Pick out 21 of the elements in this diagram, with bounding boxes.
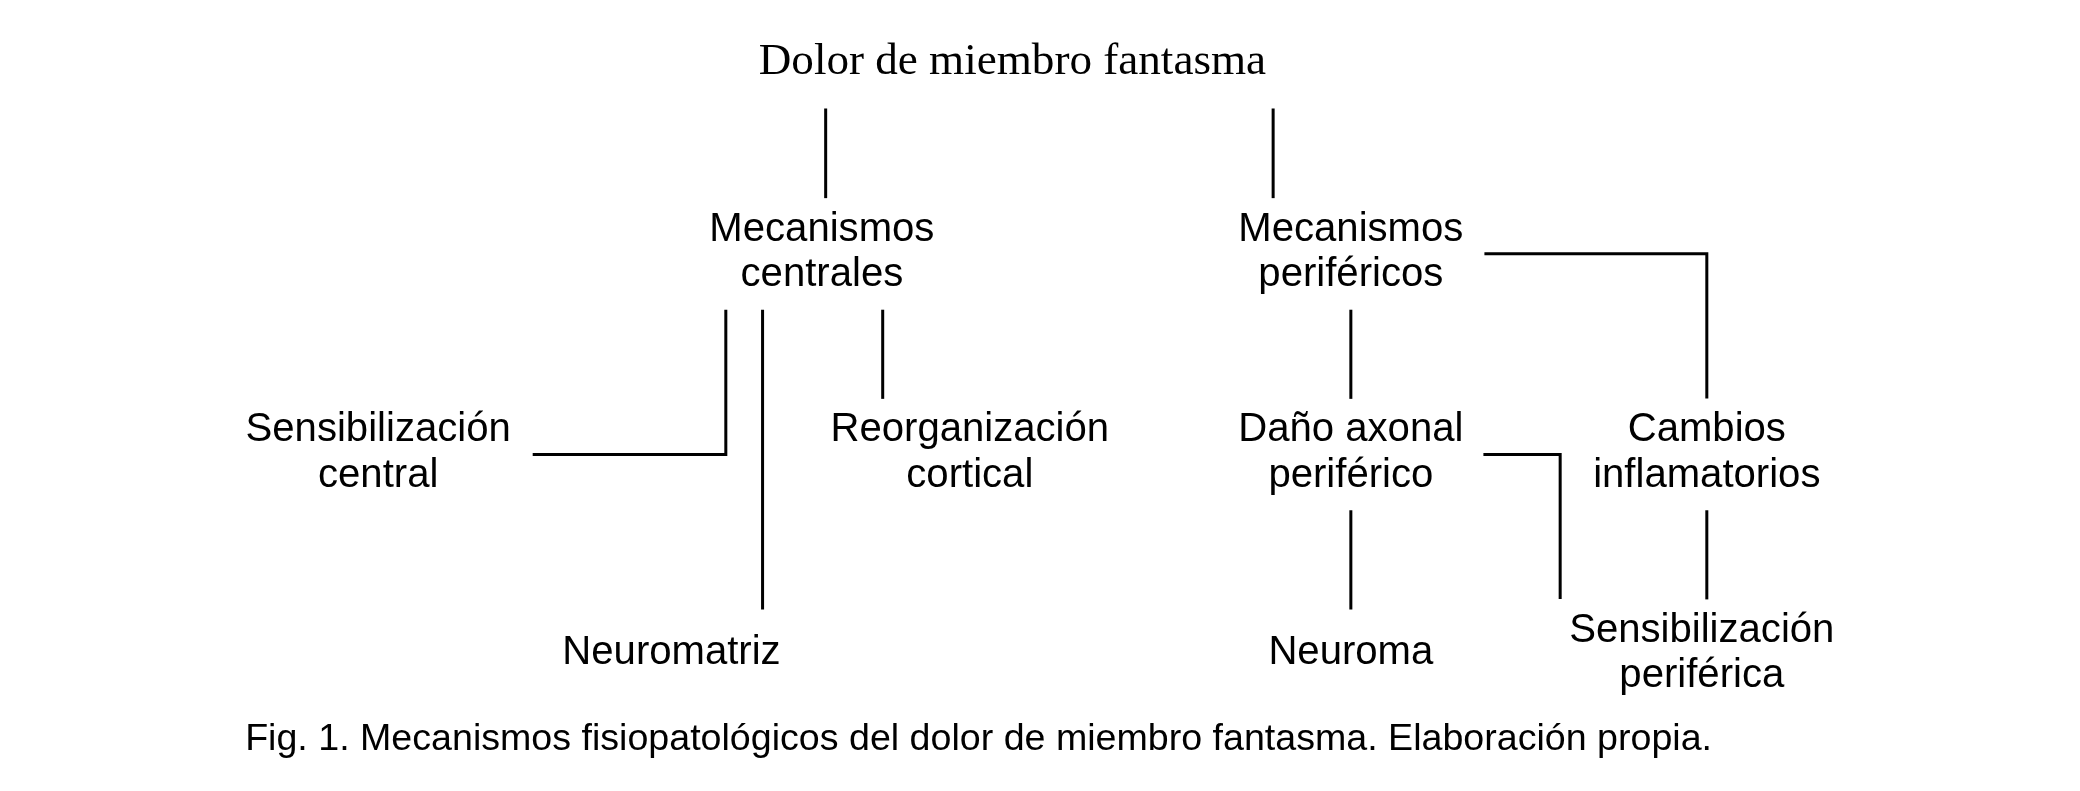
node-text: Neuroma <box>1268 628 1434 673</box>
connector <box>532 309 728 456</box>
node-text: Reorganización cortical <box>830 405 1110 495</box>
connector <box>881 309 885 399</box>
connector <box>761 309 765 610</box>
caption: Fig. 1. Mecanismos fisiopatológicos del dolor de miembro fantasma. Elaboración propia. <box>245 716 1713 759</box>
node-text: Sensibilización central <box>245 405 511 495</box>
node-text: Mecanismos centrales <box>709 204 935 294</box>
connector <box>1705 510 1709 600</box>
node-text: Daño axonal periférico <box>1238 405 1464 495</box>
connector <box>1271 108 1275 199</box>
connector <box>824 108 828 199</box>
connector <box>1349 309 1353 399</box>
node-text: Dolor de miembro fantasma <box>758 34 1267 85</box>
node-text: Neuromatriz <box>562 628 781 673</box>
node-text: Sensibilización periférica <box>1569 605 1835 696</box>
node-text: Mecanismos periféricos <box>1238 204 1464 294</box>
connector <box>1483 452 1562 600</box>
node-text: Cambios inflamatorios <box>1593 405 1821 495</box>
connector <box>1484 252 1709 399</box>
connector <box>1349 510 1353 610</box>
